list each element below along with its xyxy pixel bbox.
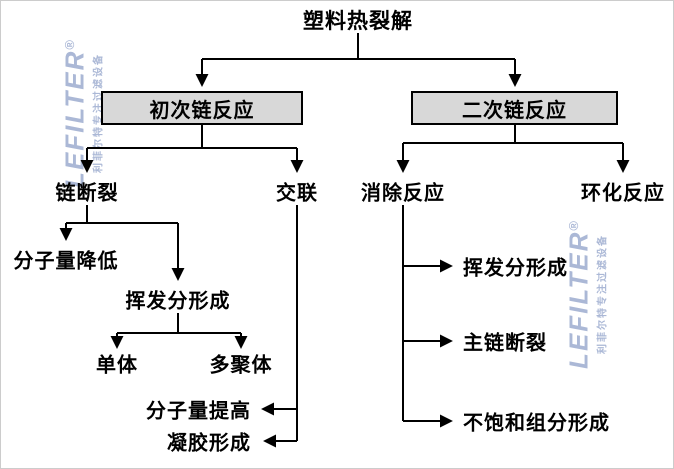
node-root-title: 塑料热裂解 xyxy=(303,10,413,33)
node-volatile-formation-primary: 挥发分形成 xyxy=(125,290,231,313)
node-molecular-weight-increase: 分子量提高 xyxy=(146,400,251,423)
node-primary-chain-reaction: 初次链反应 xyxy=(101,91,303,125)
node-volatile-formation-secondary: 挥发分形成 xyxy=(463,257,568,280)
node-molecular-weight-decrease: 分子量降低 xyxy=(13,250,119,273)
node-elimination-reaction: 消除反应 xyxy=(361,182,445,205)
node-monomer: 单体 xyxy=(96,354,138,377)
node-chain-scission: 链断裂 xyxy=(55,182,119,205)
node-oligomer: 多聚体 xyxy=(209,354,273,377)
node-crosslinking: 交联 xyxy=(276,182,318,205)
node-gel-formation: 凝胶形成 xyxy=(167,432,251,455)
node-secondary-chain-reaction: 二次链反应 xyxy=(411,91,618,125)
node-main-chain-scission: 主链断裂 xyxy=(463,332,547,355)
node-cyclization-reaction: 环化反应 xyxy=(581,182,665,205)
node-unsaturated-component-formation: 不饱和组分形成 xyxy=(463,412,610,435)
